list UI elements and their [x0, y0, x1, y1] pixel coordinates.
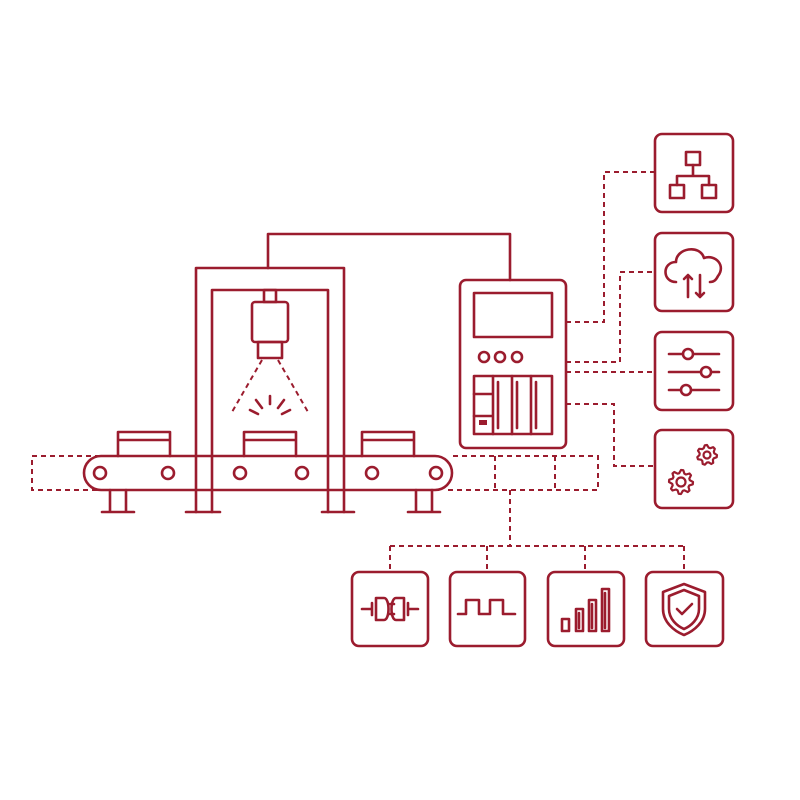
dashed-connections — [31, 171, 685, 572]
cabinet-button — [477, 350, 491, 364]
conveyor-belt-icon — [82, 454, 454, 514]
conveyor-belt — [82, 454, 454, 492]
conveyor-roller — [428, 465, 444, 481]
shield-check-icon — [644, 570, 725, 648]
connector-hierarchy — [566, 171, 654, 323]
connector-gears — [566, 403, 654, 467]
conveyor-left-leg — [100, 488, 136, 514]
conveyor-roller — [294, 465, 310, 481]
conveyor-roller — [160, 465, 176, 481]
bus-drops — [389, 546, 685, 572]
right-icon-column — [653, 132, 735, 510]
control-cabinet-icon — [458, 278, 568, 450]
signal-cable — [266, 232, 512, 282]
cabinet-screen — [472, 291, 554, 339]
cloud-sync-icon — [653, 231, 735, 313]
conveyor-roller — [92, 465, 108, 481]
cabinet-button — [510, 350, 524, 364]
bar-chart-icon — [546, 570, 626, 648]
bottom-icon-row — [350, 570, 725, 648]
sliders-icon — [653, 330, 735, 412]
connector-cloud — [566, 271, 654, 363]
cabinet-body — [458, 278, 568, 450]
gear-large — [667, 468, 695, 496]
conveyor-roller — [364, 465, 380, 481]
square-wave-icon — [448, 570, 527, 648]
gear-small — [696, 443, 719, 466]
cabinet-button — [493, 350, 507, 364]
camera-light-cone — [231, 359, 309, 413]
hierarchy-icon — [653, 132, 735, 214]
conveyor-extension-dividers — [494, 456, 556, 490]
product-box — [360, 430, 416, 458]
cabinet-io-modules — [472, 374, 554, 436]
conveyor-roller — [232, 465, 248, 481]
conveyor-right-leg — [406, 488, 442, 514]
conveyor-rollers — [92, 465, 444, 481]
conveyor-extension-right — [446, 455, 599, 491]
product-box — [242, 430, 298, 458]
product-boxes — [116, 430, 416, 458]
conveyor-extension-left — [31, 455, 100, 491]
camera-light-sparkle — [248, 394, 292, 416]
gears-icon — [653, 428, 735, 510]
camera-icon — [250, 288, 290, 360]
plug-connector-icon — [350, 570, 430, 648]
camera-gantry — [184, 232, 512, 514]
gantry-outer-frame — [194, 266, 346, 514]
product-box — [116, 430, 172, 458]
